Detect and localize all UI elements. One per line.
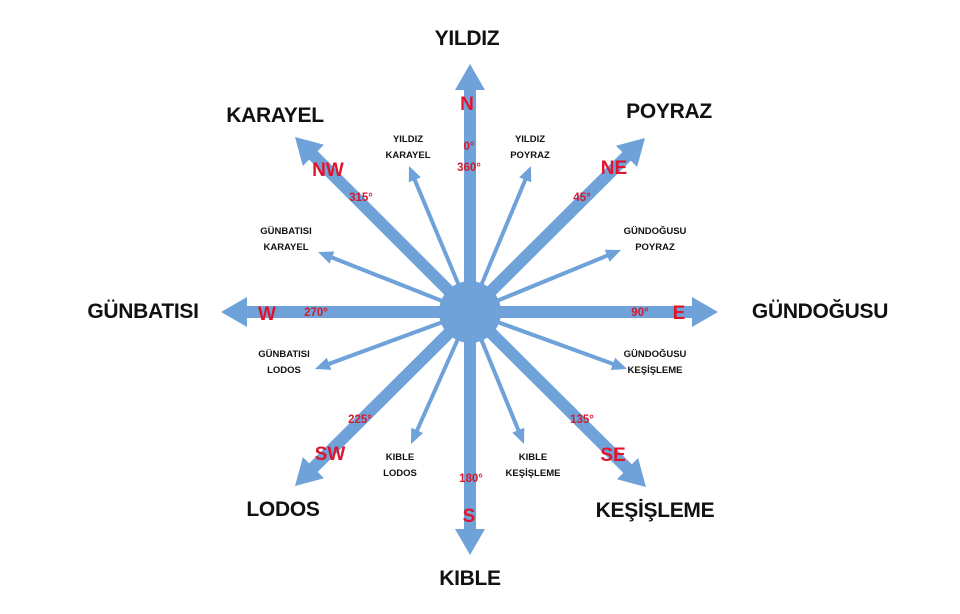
arrow-kible-kesisleme [468,311,525,444]
label-yildiz-poyraz: YILDIZ POYRAZ [510,134,550,161]
arrow-north-west [295,137,475,317]
label-line2: LODOS [267,365,301,376]
label-line1: GÜNBATISI [260,226,312,237]
arrow-west [221,297,470,327]
abbr-south-east: SE [600,445,625,466]
label-line2: KEŞİŞLEME [506,468,561,479]
arrow-yildiz-poyraz [468,166,532,313]
degree-east: 90° [631,307,649,319]
label-gunbatisi-karayel: GÜNBATISI KARAYEL [260,226,312,253]
arrow-south-west [295,307,475,486]
abbr-north-west: NW [312,160,344,181]
arrow-kible-lodos [411,311,472,444]
label-line1: KIBLE [386,452,415,463]
name-west: GÜNBATISI [87,300,198,323]
name-south: KIBLE [439,567,501,590]
degree-south-west: 225° [348,414,372,426]
center-hub [439,281,501,343]
label-gundogusu-poyraz: GÜNDOĞUSU POYRAZ [624,225,687,253]
arrow-north-east [465,138,645,317]
arrow-gundogusu-kesisleme [469,310,627,370]
arrow-south [455,312,485,555]
arrow-north [455,64,485,312]
main-arrows [221,64,718,555]
label-gundogusu-kesisleme: GÜNDOĞUSU KEŞİŞLEME [624,348,687,376]
name-south-west: LODOS [246,498,319,521]
label-line1: GÜNDOĞUSU [624,348,687,360]
label-line2: KARAYEL [385,150,430,161]
abbr-north: N [460,94,474,115]
name-north-west: KARAYEL [226,104,324,127]
label-line2: KARAYEL [263,242,308,253]
direction-labels: YILDIZ POYRAZ GÜNDOĞUSU POYRAZ GÜNDOĞUSU KEŞİ… [87,27,888,590]
abbr-south: S [463,506,476,527]
arrow-south-east [465,307,646,487]
label-line2: POYRAZ [635,242,675,253]
degree-north-east: 45° [573,192,591,204]
degree-north-west: 315° [349,192,373,204]
degree-alt-north: 360° [457,162,481,174]
arrow-east [470,297,718,327]
label-yildiz-karayel: YILDIZ KARAYEL [385,134,430,161]
label-line1: GÜNBATISI [258,349,310,360]
abbr-south-west: SW [315,444,346,465]
arrow-gunbatisi-karayel [318,251,471,314]
arrow-gunbatisi-lodos [315,310,471,370]
name-north-east: POYRAZ [626,100,712,123]
name-north: YILDIZ [435,27,500,50]
degree-south: 180° [459,473,483,485]
abbr-north-east: NE [601,158,627,179]
abbr-west: W [258,304,276,325]
degree-west: 270° [304,307,328,319]
name-south-east: KEŞİŞLEME [596,499,715,522]
degree-north: 0° [464,141,475,153]
abbr-east: E [673,303,686,324]
degree-south-east: 135° [570,414,594,426]
intermediate-arrows [315,166,627,444]
label-line1: KIBLE [519,452,548,463]
name-east: GÜNDOĞUSU [752,299,888,323]
label-line2: LODOS [383,468,417,479]
label-line1: YILDIZ [515,134,545,145]
label-line1: GÜNDOĞUSU [624,225,687,237]
arrow-gundogusu-poyraz [469,249,621,314]
label-line2: KEŞİŞLEME [628,365,683,376]
label-line2: POYRAZ [510,150,550,161]
label-kible-kesisleme: KIBLE KEŞİŞLEME [506,452,561,479]
arrow-yildiz-karayel [408,166,472,313]
label-line1: YILDIZ [393,134,423,145]
label-kible-lodos: KIBLE LODOS [383,452,417,479]
label-gunbatisi-lodos: GÜNBATISI LODOS [258,349,310,376]
